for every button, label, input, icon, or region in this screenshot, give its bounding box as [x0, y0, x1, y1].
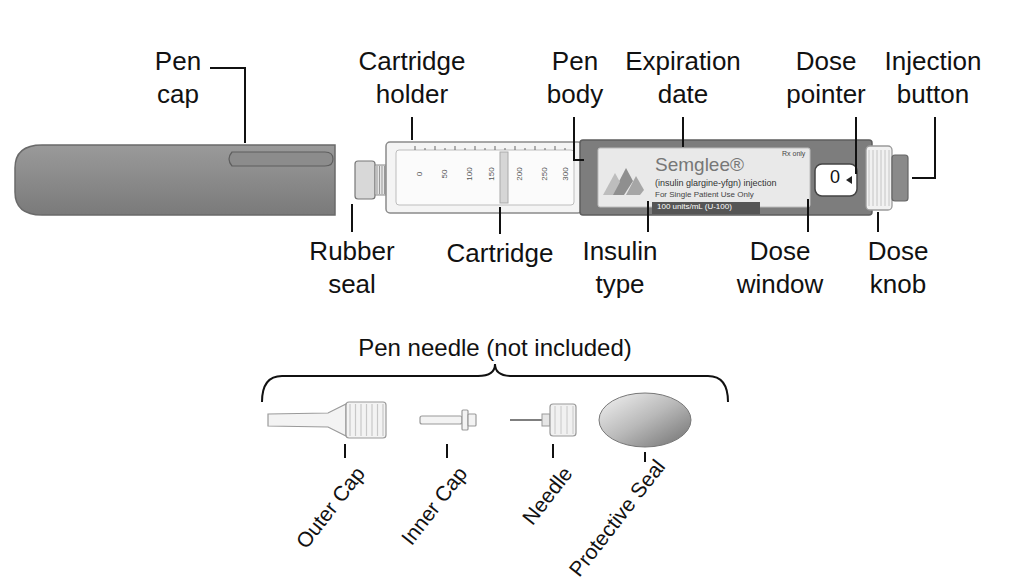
cap-rib [366, 404, 367, 436]
pen-body [580, 140, 872, 215]
inner-cap [420, 410, 476, 430]
scale-tick [505, 148, 506, 150]
thread-line [377, 166, 378, 194]
hub-rib [573, 406, 574, 434]
scale-number: 50 [441, 170, 449, 179]
cap-rib [355, 404, 356, 436]
dose-number: 0 [830, 168, 840, 188]
part-label: Pen body [537, 45, 613, 110]
part-label: Insulin type [574, 235, 666, 300]
scale-tick [435, 146, 436, 150]
pen-print: Rx only [782, 150, 805, 158]
part-label: Needle [518, 462, 577, 529]
scale-tick [555, 146, 556, 150]
injection-button [892, 155, 908, 201]
part-label: Rubber seal [302, 235, 402, 300]
scale-tick [445, 148, 446, 150]
scale-tick [545, 148, 546, 150]
scale-tick [485, 148, 486, 150]
part-label: Dose window [725, 235, 835, 300]
scale-tick [455, 146, 456, 150]
part-label: Injection button [871, 45, 995, 110]
part-label: Inner Cap [396, 462, 471, 549]
pen-cap [15, 145, 335, 215]
dose-knob [866, 146, 892, 210]
knob-rib [877, 150, 878, 206]
pen-print: For Single Patient Use Only [655, 191, 754, 200]
part-label: Cartridge [447, 237, 554, 270]
scale-number: 100 [466, 167, 474, 180]
pen-print: (insulin glargine-yfgn) injection [655, 179, 777, 189]
brand-name: Semglee® [655, 155, 744, 176]
needle [510, 404, 576, 436]
scale-number: 200 [516, 167, 524, 180]
part-label: Dose pointer [774, 45, 878, 110]
hub-rib [567, 406, 568, 434]
scale-tick [535, 146, 536, 150]
pen-print: 100 units/mL (U-100) [657, 203, 732, 212]
rubber-seal [355, 161, 386, 199]
part-label: Dose knob [859, 235, 937, 300]
part-label: Outer Cap [291, 462, 369, 553]
cap-rib [349, 404, 350, 436]
scale-tick [565, 148, 566, 150]
thread-line [384, 166, 385, 194]
cap-rib [371, 404, 372, 436]
cartridge-holder [386, 142, 582, 213]
cap-rib [360, 404, 361, 436]
part-label: Pen cap [148, 45, 208, 110]
needle-leader-lines [345, 444, 645, 462]
scale-tick [495, 146, 496, 150]
scale-tick [475, 146, 476, 150]
part-label: Expiration date [613, 45, 753, 110]
scale-tick [525, 148, 526, 150]
scale-tick [465, 148, 466, 150]
hub-rib [561, 406, 562, 434]
part-label: Cartridge holder [342, 45, 482, 110]
dose-window [815, 164, 857, 196]
outer-cap [268, 402, 386, 438]
scale-tick [425, 148, 426, 150]
scale-number: 0 [416, 172, 424, 176]
scale-number: 250 [541, 167, 549, 180]
protective-seal [599, 393, 691, 447]
part-label: Protective Seal [564, 455, 669, 581]
knob-rib [881, 150, 882, 206]
cap-rib [382, 404, 383, 436]
knob-rib [889, 150, 890, 206]
knob-rib [869, 150, 870, 206]
thread-line [379, 166, 380, 194]
scale-number: 150 [488, 167, 496, 180]
cap-rib [377, 404, 378, 436]
scale-tick [415, 146, 416, 150]
knob-rib [873, 150, 874, 206]
thread-line [382, 166, 383, 194]
hub-rib [555, 406, 556, 434]
scale-tick [515, 146, 516, 150]
knob-rib [885, 150, 886, 206]
group-title: Pen needle (not included) [358, 333, 632, 363]
scale-number: 300 [562, 167, 570, 180]
